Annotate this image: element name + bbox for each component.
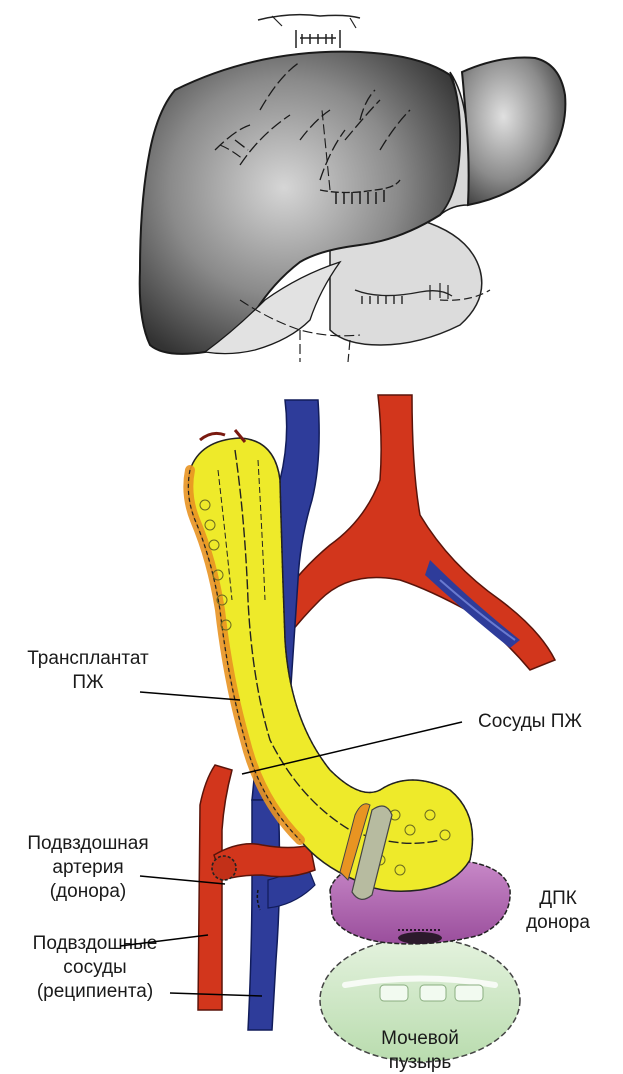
label-duodenum-line1: ДПК <box>539 888 577 909</box>
label-recipient-line2: сосуды <box>63 957 126 978</box>
label-graft-line1: Трансплантат <box>27 648 149 669</box>
label-bladder-line2: пузырь <box>389 1052 452 1073</box>
label-bladder-line1: Мочевой <box>381 1028 459 1049</box>
label-recipient-line3: (реципиента) <box>37 981 153 1002</box>
label-graft-line2: ПЖ <box>72 672 104 693</box>
label-artery-line3: (донора) <box>50 881 127 902</box>
liver-illustration <box>140 15 566 362</box>
label-artery-line1: Подвздошная <box>27 833 148 854</box>
label-artery-line2: артерия <box>52 857 123 878</box>
leader-graft <box>140 692 240 700</box>
label-duodenum-line2: донора <box>526 912 590 933</box>
label-vessels: Сосуды ПЖ <box>478 711 582 732</box>
